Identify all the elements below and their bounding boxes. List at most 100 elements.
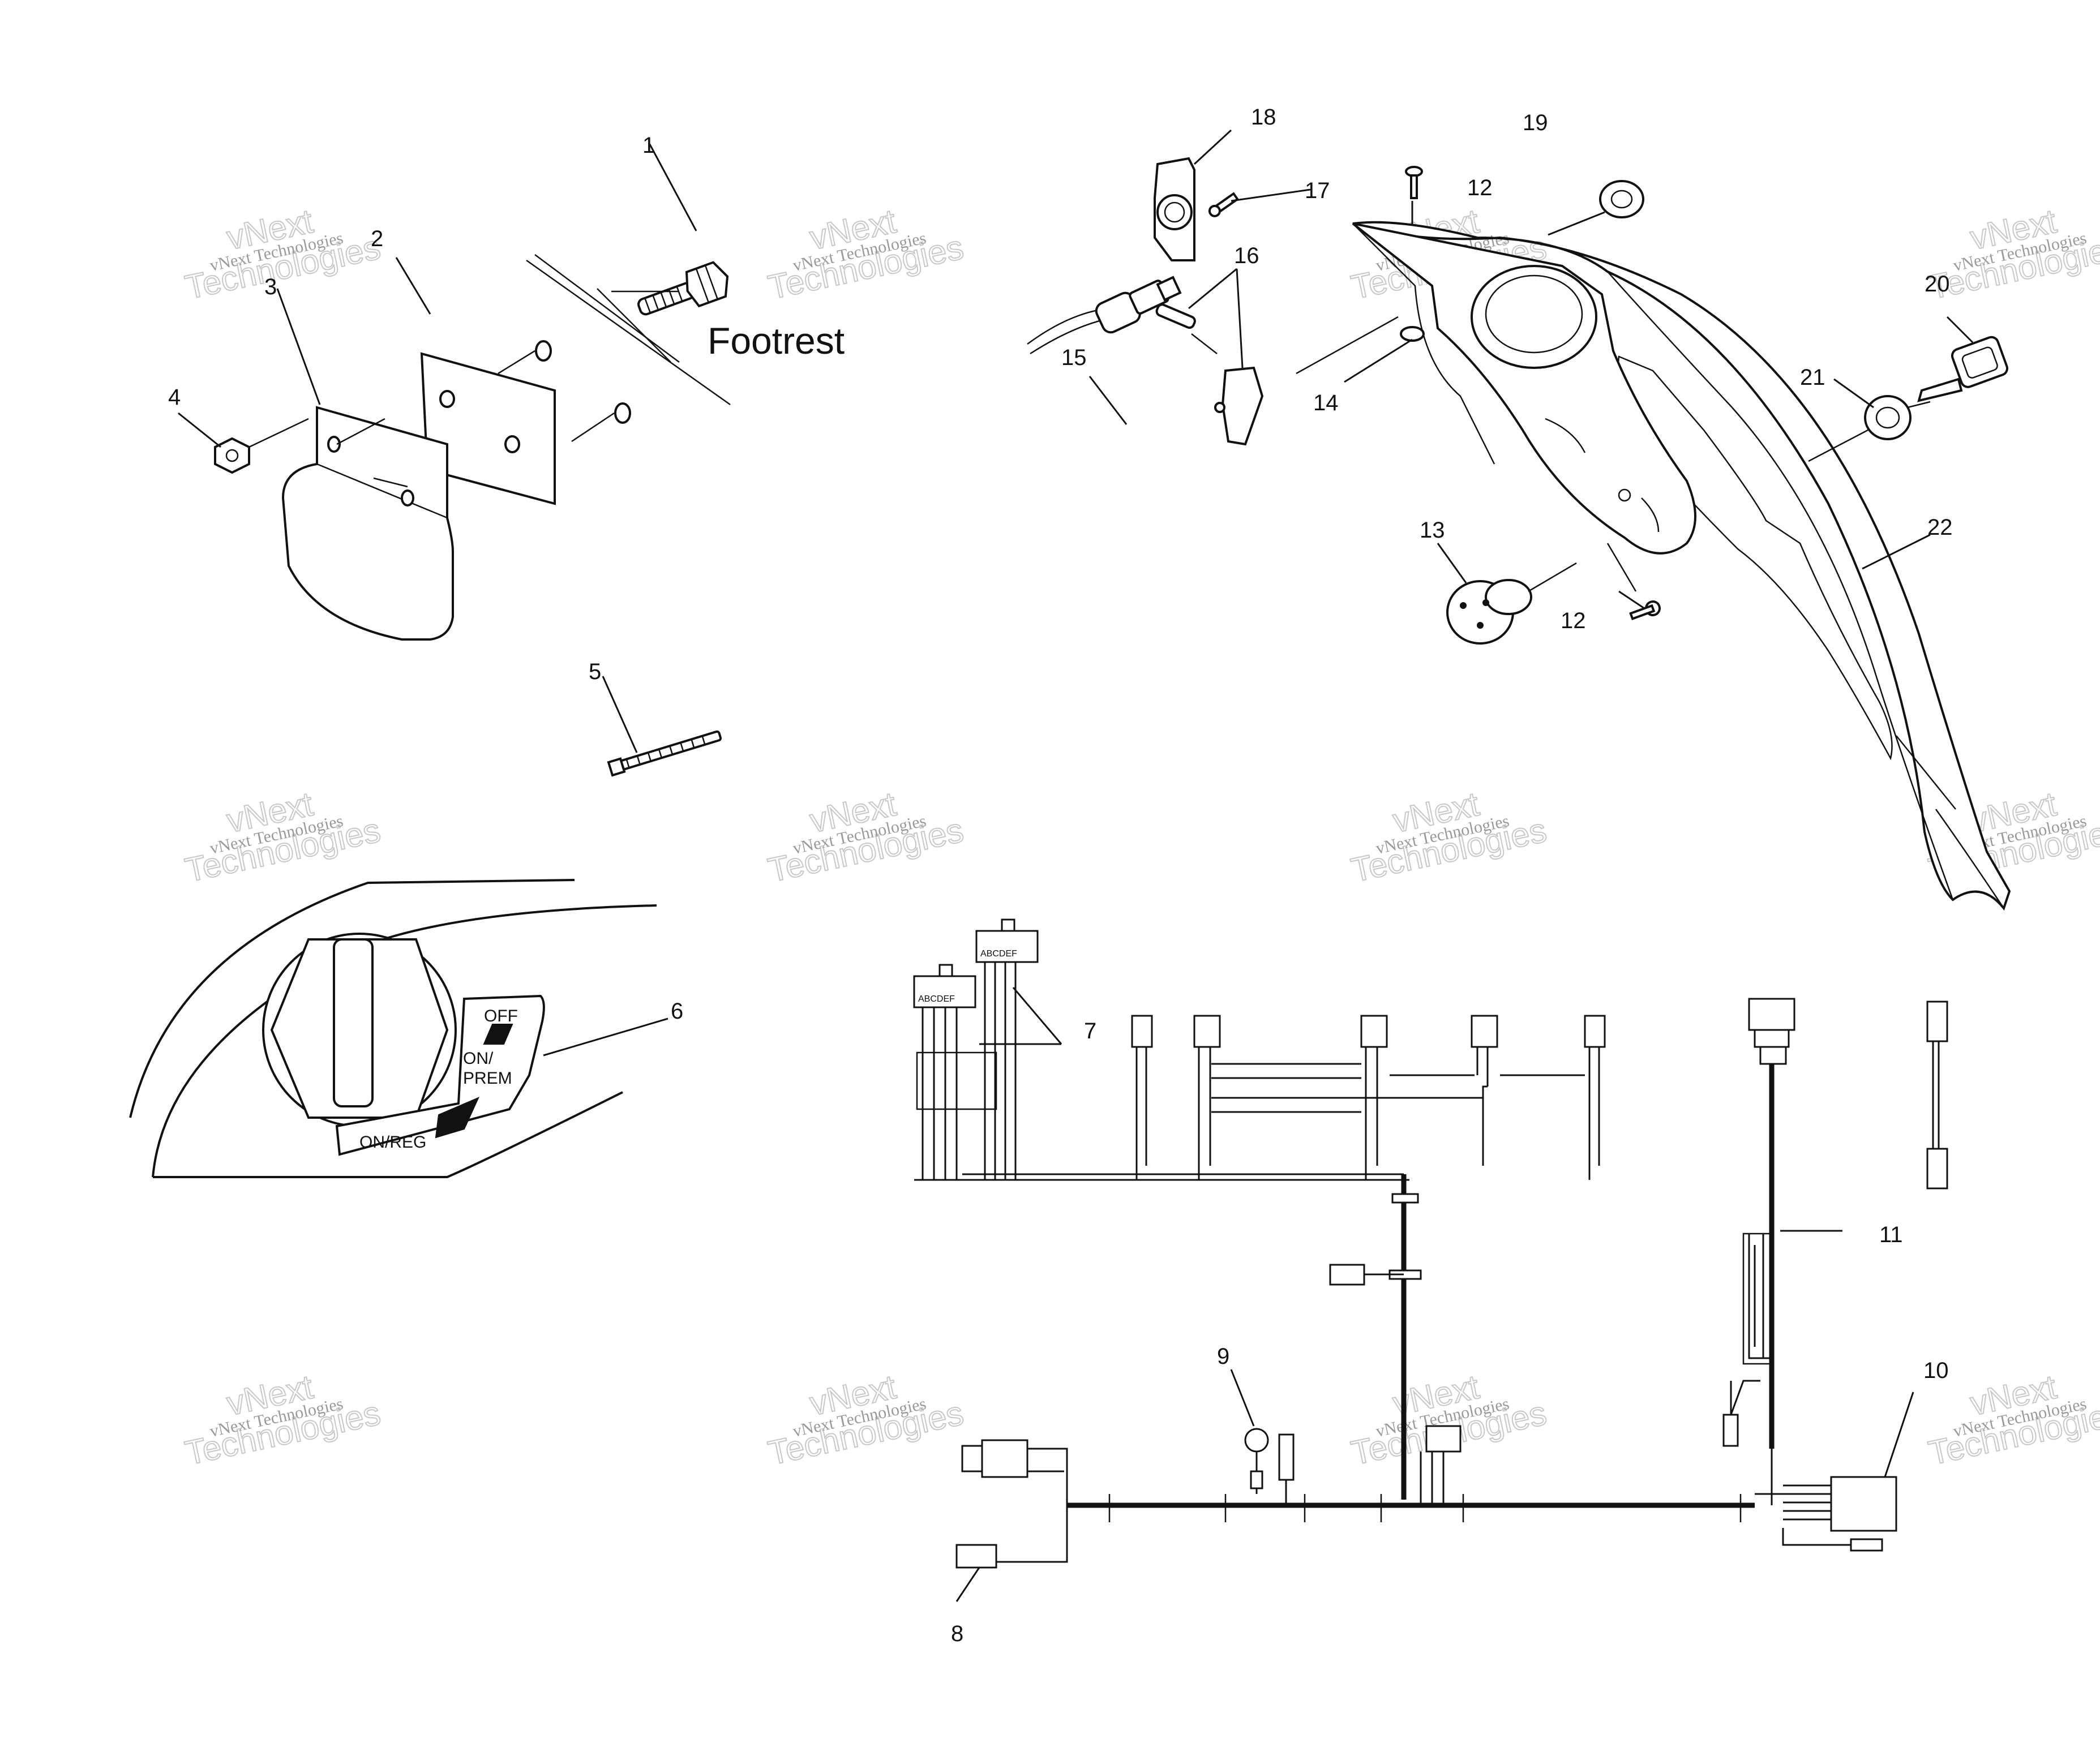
callout-22: 22 [1927, 515, 1953, 540]
callout-leader [1862, 534, 1931, 570]
callout-leader [955, 1567, 980, 1602]
callout-leader [276, 288, 321, 405]
watermark: vNext Technologies vNext Technologies [764, 1367, 967, 1473]
callout-7: 7 [1084, 1019, 1096, 1044]
callout-14: 14 [1313, 390, 1339, 415]
off-marker [483, 1024, 513, 1045]
watermark: vNext Technologies vNext Technologies [181, 1367, 384, 1473]
footrest-edge-line [526, 259, 731, 406]
callout-5: 5 [589, 659, 601, 684]
footrest-assembly: Footrest [178, 144, 845, 777]
callout-leader [1884, 1392, 1914, 1478]
callout-leader [649, 144, 697, 231]
footrest-pad [281, 406, 454, 641]
callout-11: 11 [1879, 1222, 1903, 1247]
harness-connector-a: ABCDEF [913, 964, 997, 1180]
callout-16: 16 [1234, 243, 1259, 268]
nut-part [214, 437, 250, 474]
grommet-side [1864, 395, 1912, 440]
trunk-lower-connector [1425, 1425, 1462, 1453]
callout-leader [1230, 1369, 1255, 1427]
grommet-top [1599, 180, 1644, 218]
callout-13: 13 [1420, 518, 1445, 543]
connector-pin-label: ABCDEF [918, 994, 955, 1004]
clip-part [1221, 366, 1264, 446]
sensor-part [1027, 276, 1182, 355]
ring-terminal [1244, 1428, 1295, 1505]
callout-leader [1188, 268, 1244, 368]
ignition-switch-part [1446, 579, 1532, 645]
callout-leader [395, 257, 431, 315]
console-screw-top [1405, 166, 1423, 199]
watermark: vNext Technologies vNext Technologies [1347, 784, 1550, 890]
main-bundle [914, 1173, 1409, 1181]
switch-onreg-label: ON/REG [359, 1133, 426, 1152]
watermark: vNext Technologies vNext Technologies [764, 784, 967, 890]
key-slot [333, 938, 374, 1107]
callout-leader [1946, 316, 1974, 343]
panel-top-line [129, 879, 575, 1118]
watermark: vNext Technologies vNext Technologies [1347, 1367, 1550, 1473]
harness-connector-8 [955, 1439, 1068, 1569]
footrest-edge-line [534, 254, 680, 363]
console-inner-housing [1352, 222, 1696, 555]
callout-4: 4 [168, 385, 181, 410]
callout-3: 3 [264, 274, 277, 299]
branch-drops [1135, 1166, 1591, 1180]
watermark: vNext Technologies vNext Technologies [181, 784, 384, 890]
callout-leader [1344, 338, 1413, 383]
callout-15: 15 [1061, 345, 1087, 370]
callout-12-bottom: 12 [1561, 608, 1586, 633]
washer [535, 340, 552, 362]
sub-harness [1722, 998, 1795, 1449]
switch-prem-label: PREM [463, 1069, 512, 1088]
key-part [1917, 336, 2008, 402]
callout-leader [1618, 590, 1645, 609]
wiring-harness: ABCDEF ABCDEF [913, 918, 1948, 1602]
console-assembly [1027, 129, 2011, 911]
callout-leader [178, 412, 221, 448]
jumper-harness [1926, 1001, 1948, 1190]
watermark: vNext Technologies vNext Technologies [181, 201, 384, 307]
callout-21: 21 [1800, 365, 1825, 390]
callout-leader [602, 676, 638, 753]
callout-leader [1231, 188, 1311, 202]
main-connector-10 [1755, 1449, 1897, 1552]
callout-9: 9 [1217, 1344, 1229, 1369]
callout-6: 6 [671, 999, 683, 1024]
guide-line [597, 288, 671, 363]
small-screw [1208, 192, 1239, 217]
console-screw-bottom [1629, 600, 1661, 620]
callout-17: 17 [1305, 178, 1330, 203]
callout-20: 20 [1925, 272, 1950, 297]
connector-pin-label: ABCDEF [980, 949, 1017, 959]
ignition-switch-panel: OFF ON/ PREM ON/REG [129, 879, 668, 1178]
switch-off-label: OFF [484, 1007, 518, 1025]
footrest-label: Footrest [708, 320, 845, 362]
callout-2: 2 [371, 226, 383, 251]
branch-wires [1211, 1063, 1488, 1166]
callout-leader [1437, 543, 1467, 583]
harness-connector-b: ABCDEF [975, 918, 1039, 1180]
callout-12-top: 12 [1467, 175, 1493, 200]
callout-leader [1833, 378, 1874, 409]
panel-bottom-line [153, 1091, 623, 1178]
callout-leader [543, 1017, 668, 1057]
callout-leader [1193, 129, 1232, 165]
switch-on-label: ON/ [463, 1049, 494, 1068]
callout-leader [1548, 211, 1605, 236]
callout-numbers: 1 2 3 4 5 6 7 8 9 10 11 12 12 13 14 15 1… [168, 105, 1953, 1646]
onreg-marker [435, 1097, 479, 1139]
bolt-part [637, 261, 729, 316]
callout-leader [979, 987, 1062, 1045]
trunk-connector [1329, 1264, 1365, 1286]
console-gauge-opening [1471, 265, 1597, 369]
callout-leader [1088, 376, 1128, 425]
callout-18: 18 [1251, 105, 1276, 130]
callout-19: 19 [1523, 110, 1548, 135]
console-washer [1400, 326, 1425, 342]
cable-tie [607, 730, 722, 777]
callout-1: 1 [642, 133, 655, 158]
callout-8: 8 [951, 1621, 963, 1646]
